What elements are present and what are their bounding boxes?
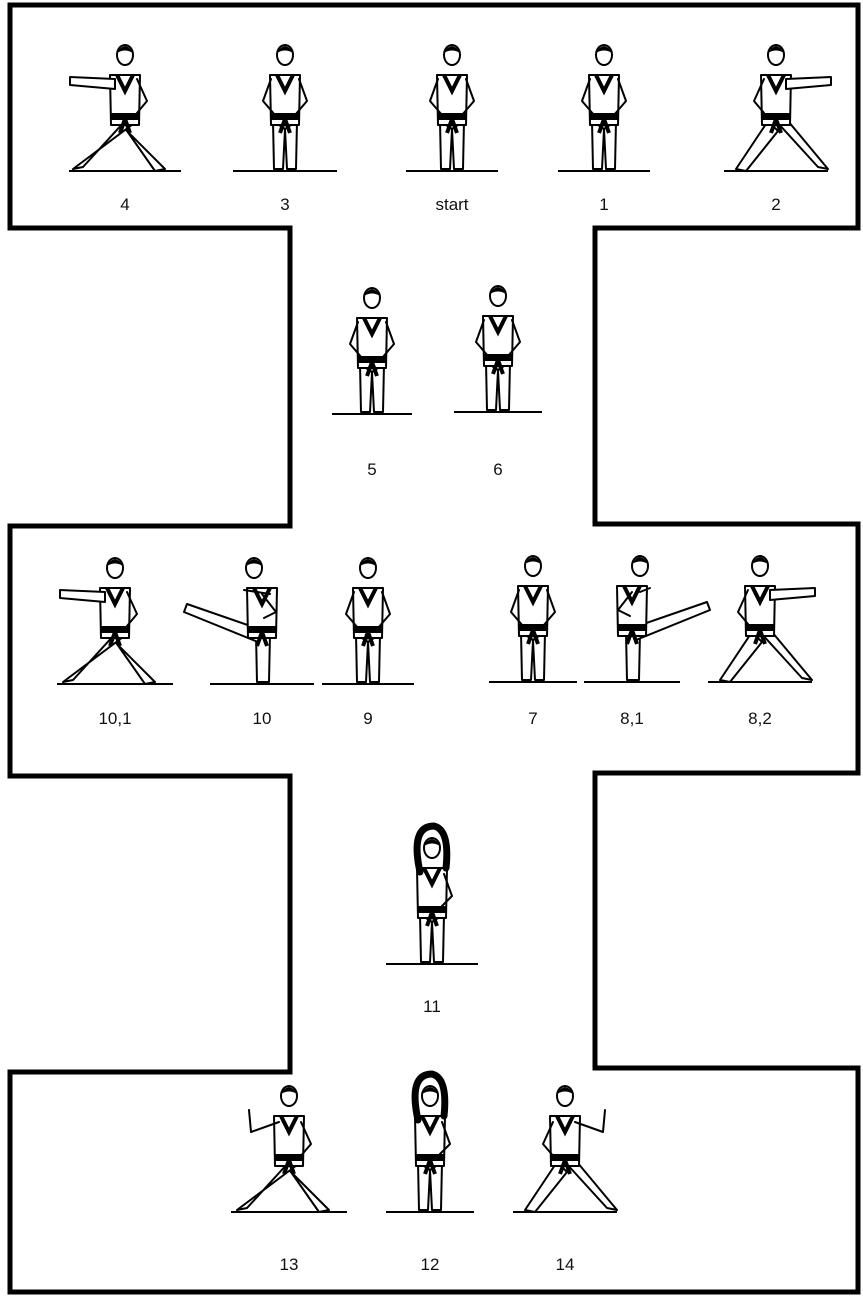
step-label: 1 [599, 195, 608, 214]
black-belt [617, 624, 647, 631]
step-label: 3 [280, 195, 289, 214]
person-figure [720, 556, 815, 682]
figure-m13: 13 [231, 1086, 347, 1274]
figure-m8_1: 8,1 [584, 556, 710, 728]
figure-m7: 7 [489, 556, 577, 728]
black-belt [247, 626, 277, 633]
figure-m10: 10 [184, 558, 314, 728]
step-label: 11 [423, 997, 441, 1016]
person-figure [346, 558, 390, 682]
step-label: 8,1 [620, 709, 644, 728]
person-figure [184, 558, 277, 682]
person-figure [582, 45, 626, 169]
black-belt [415, 1154, 445, 1161]
step-label: 9 [363, 709, 372, 728]
step-label: 10 [253, 709, 272, 728]
person-figure [736, 45, 831, 171]
step-label: 10,1 [98, 709, 131, 728]
person-figure [415, 1074, 450, 1210]
step-label: 12 [421, 1255, 440, 1274]
figure-m3: 3 [233, 45, 337, 214]
person-figure [617, 556, 710, 680]
person-figure [511, 556, 555, 680]
figure-m10_1: 10,1 [57, 558, 173, 728]
person-figure [350, 288, 394, 412]
figure-m6: 6 [454, 286, 542, 479]
step-label: 2 [771, 195, 780, 214]
figure-start: start [406, 45, 498, 214]
figure-m12: 12 [386, 1074, 474, 1274]
figure-m14: 14 [513, 1086, 617, 1274]
step-label: 8,2 [748, 709, 772, 728]
step-label: 7 [528, 709, 537, 728]
step-label: start [435, 195, 468, 214]
person-figure [430, 45, 474, 169]
black-belt [761, 113, 791, 120]
figure-m1: 1 [558, 45, 650, 214]
person-figure [476, 286, 520, 410]
figure-m11: 11 [386, 826, 478, 1016]
figure-m9: 9 [322, 558, 414, 728]
step-label: 6 [493, 460, 502, 479]
person-figure [237, 1086, 329, 1212]
person-figure [70, 45, 165, 171]
person-figure [263, 45, 307, 169]
person-figure [525, 1086, 617, 1212]
black-belt [417, 906, 447, 913]
black-belt [745, 624, 775, 631]
figure-m5: 5 [332, 288, 412, 479]
figure-m2: 2 [724, 45, 831, 214]
black-belt [110, 113, 140, 120]
black-belt [100, 626, 130, 633]
person-figure [417, 826, 452, 962]
figure-m4: 4 [69, 45, 181, 214]
step-label: 14 [556, 1255, 575, 1274]
step-label: 13 [280, 1255, 299, 1274]
step-label: 5 [367, 460, 376, 479]
step-label: 4 [120, 195, 129, 214]
figure-m8_2: 8,2 [708, 556, 815, 728]
person-figure [60, 558, 155, 684]
